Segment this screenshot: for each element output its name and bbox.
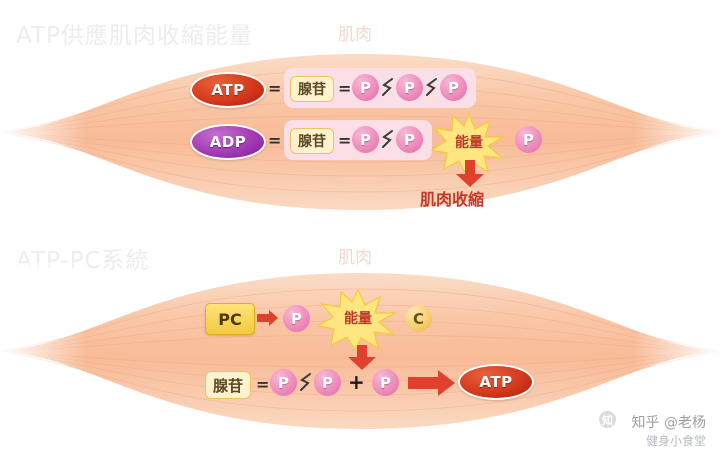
phosphate-circle: P xyxy=(352,74,379,101)
watermark-site: 知乎 @老杨 xyxy=(631,415,706,431)
molecule-atp-oval: ATP xyxy=(190,72,266,108)
arrow-down-icon xyxy=(456,160,484,187)
muscle-label-top: 肌肉 xyxy=(338,25,372,45)
energy-label-top: 能量 xyxy=(455,135,483,151)
arrow-down-icon-bottom xyxy=(348,345,376,370)
arrow-right-icon xyxy=(408,370,455,396)
phosphate-circle: P xyxy=(440,74,467,101)
adenosine-label-adp: 腺苷 xyxy=(290,128,334,154)
molecule-atp-oval-bottom: ATP xyxy=(458,364,534,400)
phosphate-circle-pc: P xyxy=(283,305,310,332)
energy-burst-top-icon xyxy=(430,112,506,174)
energy-label-bottom: 能量 xyxy=(344,311,372,327)
equals-sign-adp: = xyxy=(268,131,282,150)
equals-sign-atp: = xyxy=(268,79,282,98)
muscle-contraction-label: 肌肉收縮 xyxy=(420,190,485,209)
equals-sign-bottom: = xyxy=(256,375,270,394)
energy-burst-bottom-icon xyxy=(316,288,398,350)
watermark-account: 健身小食堂 xyxy=(645,434,706,448)
phosphate-circle: P xyxy=(270,369,297,396)
free-phosphate-circle-top: P xyxy=(515,126,542,153)
squiggle-bond-icon xyxy=(426,78,437,96)
phosphate-circle: P xyxy=(396,126,423,153)
squiggle-bond-icon xyxy=(382,130,393,148)
phosphate-circle: P xyxy=(396,74,423,101)
zhihu-logo-icon: 知 xyxy=(599,411,616,428)
squiggle-bond-icon xyxy=(300,373,311,391)
adenosine-label-atp: 腺苷 xyxy=(290,76,334,102)
molecule-adp-oval: ADP xyxy=(190,124,266,160)
arrow-right-small-icon xyxy=(257,310,278,326)
adenosine-label-bottom: 腺苷 xyxy=(205,371,252,399)
bond-equals-atp: = xyxy=(338,79,352,98)
bond-equals-adp: = xyxy=(338,131,352,150)
squiggle-bond-icon xyxy=(382,78,393,96)
phosphate-circle: P xyxy=(314,369,341,396)
phosphate-circle: P xyxy=(352,126,379,153)
creatine-circle: C xyxy=(405,305,432,332)
free-phosphate-circle-bottom: P xyxy=(372,369,399,396)
pc-box: PC xyxy=(205,303,255,335)
plus-sign-bottom: + xyxy=(348,370,365,394)
